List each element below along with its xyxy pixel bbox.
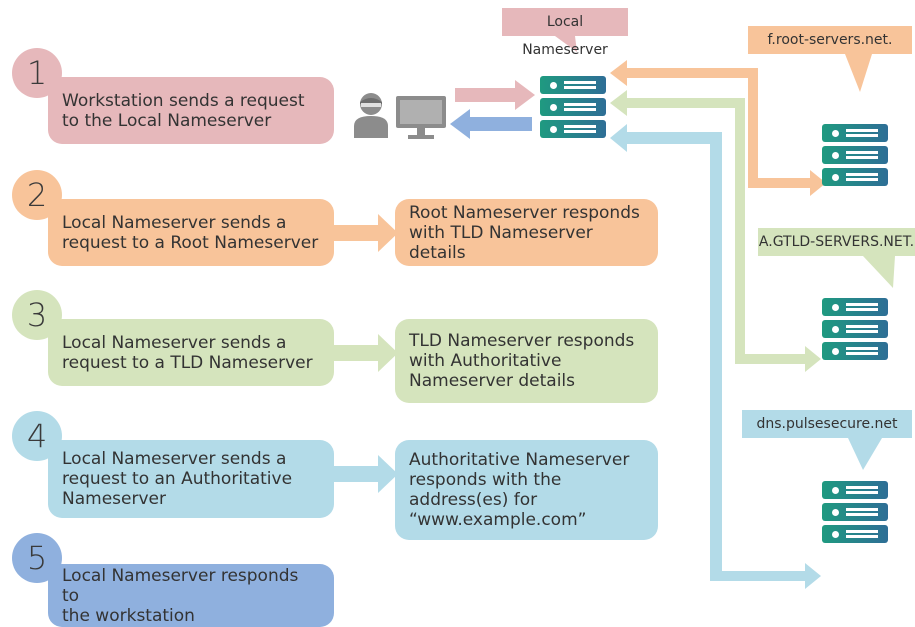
tld-nameserver-icon bbox=[822, 298, 888, 364]
step-4-circle: 4 bbox=[12, 411, 62, 461]
step-5-circle: 5 bbox=[12, 533, 62, 583]
step-1-line-1: Workstation sends a request bbox=[62, 90, 305, 111]
step-4-line-3: Nameserver bbox=[62, 489, 166, 509]
auth-label-tail bbox=[848, 438, 882, 470]
step-3-line-2: request to a TLD Nameserver bbox=[62, 352, 313, 373]
local-nameserver-icon bbox=[540, 76, 606, 142]
step-3-response-line-2: with Authoritative bbox=[409, 351, 562, 371]
root-nameserver-label: f.root-servers.net. bbox=[748, 26, 912, 54]
auth-path-arrow bbox=[610, 124, 821, 589]
auth-nameserver-icon bbox=[822, 481, 888, 547]
response-arrow-step5 bbox=[450, 109, 532, 139]
step-4-response-line-3: address(es) for bbox=[409, 490, 538, 510]
step-2-response-line-1: Root Nameserver responds bbox=[409, 202, 640, 223]
request-arrow-step1 bbox=[455, 80, 535, 110]
step-3-response-line-1: TLD Nameserver responds bbox=[409, 331, 635, 351]
step-1-line-2: to the Local Nameserver bbox=[62, 110, 272, 131]
tld-label-tail bbox=[863, 256, 895, 288]
workstation-monitor-icon bbox=[396, 96, 446, 140]
step3-arrow bbox=[333, 334, 398, 372]
step-5-line-1: Local Nameserver responds to bbox=[62, 565, 299, 606]
local-label-tail bbox=[555, 36, 577, 52]
root-label-tail bbox=[845, 54, 872, 92]
step-4-response-line-2: responds with the bbox=[409, 470, 562, 490]
local-nameserver-label: Local Nameserver bbox=[502, 8, 628, 58]
step-2-line-1: Local Nameserver sends a bbox=[62, 212, 287, 233]
step-4-response-line-1: Authoritative Nameserver bbox=[409, 450, 630, 470]
step4-arrow bbox=[333, 455, 398, 493]
step-2-line-2: request to a Root Nameserver bbox=[62, 232, 319, 253]
root-nameserver-icon bbox=[822, 124, 888, 190]
tld-nameserver-label: A.GTLD-SERVERS.NET. bbox=[758, 228, 915, 256]
step-4-line-2: request to an Authoritative bbox=[62, 469, 293, 489]
step-4-response-line-4: “www.example.com” bbox=[409, 510, 587, 530]
step2-arrow bbox=[333, 214, 398, 252]
root-path-arrow bbox=[610, 60, 826, 196]
step-4-line-1: Local Nameserver sends a bbox=[62, 449, 287, 469]
auth-nameserver-label: dns.pulsesecure.net bbox=[742, 410, 912, 438]
step-3-response-line-3: Nameserver details bbox=[409, 371, 576, 391]
user-icon bbox=[352, 90, 390, 138]
step-5-line-2: the workstation bbox=[62, 605, 195, 626]
step-3-line-1: Local Nameserver sends a bbox=[62, 332, 287, 353]
step-2-response-line-2: with TLD Nameserver details bbox=[409, 222, 593, 263]
